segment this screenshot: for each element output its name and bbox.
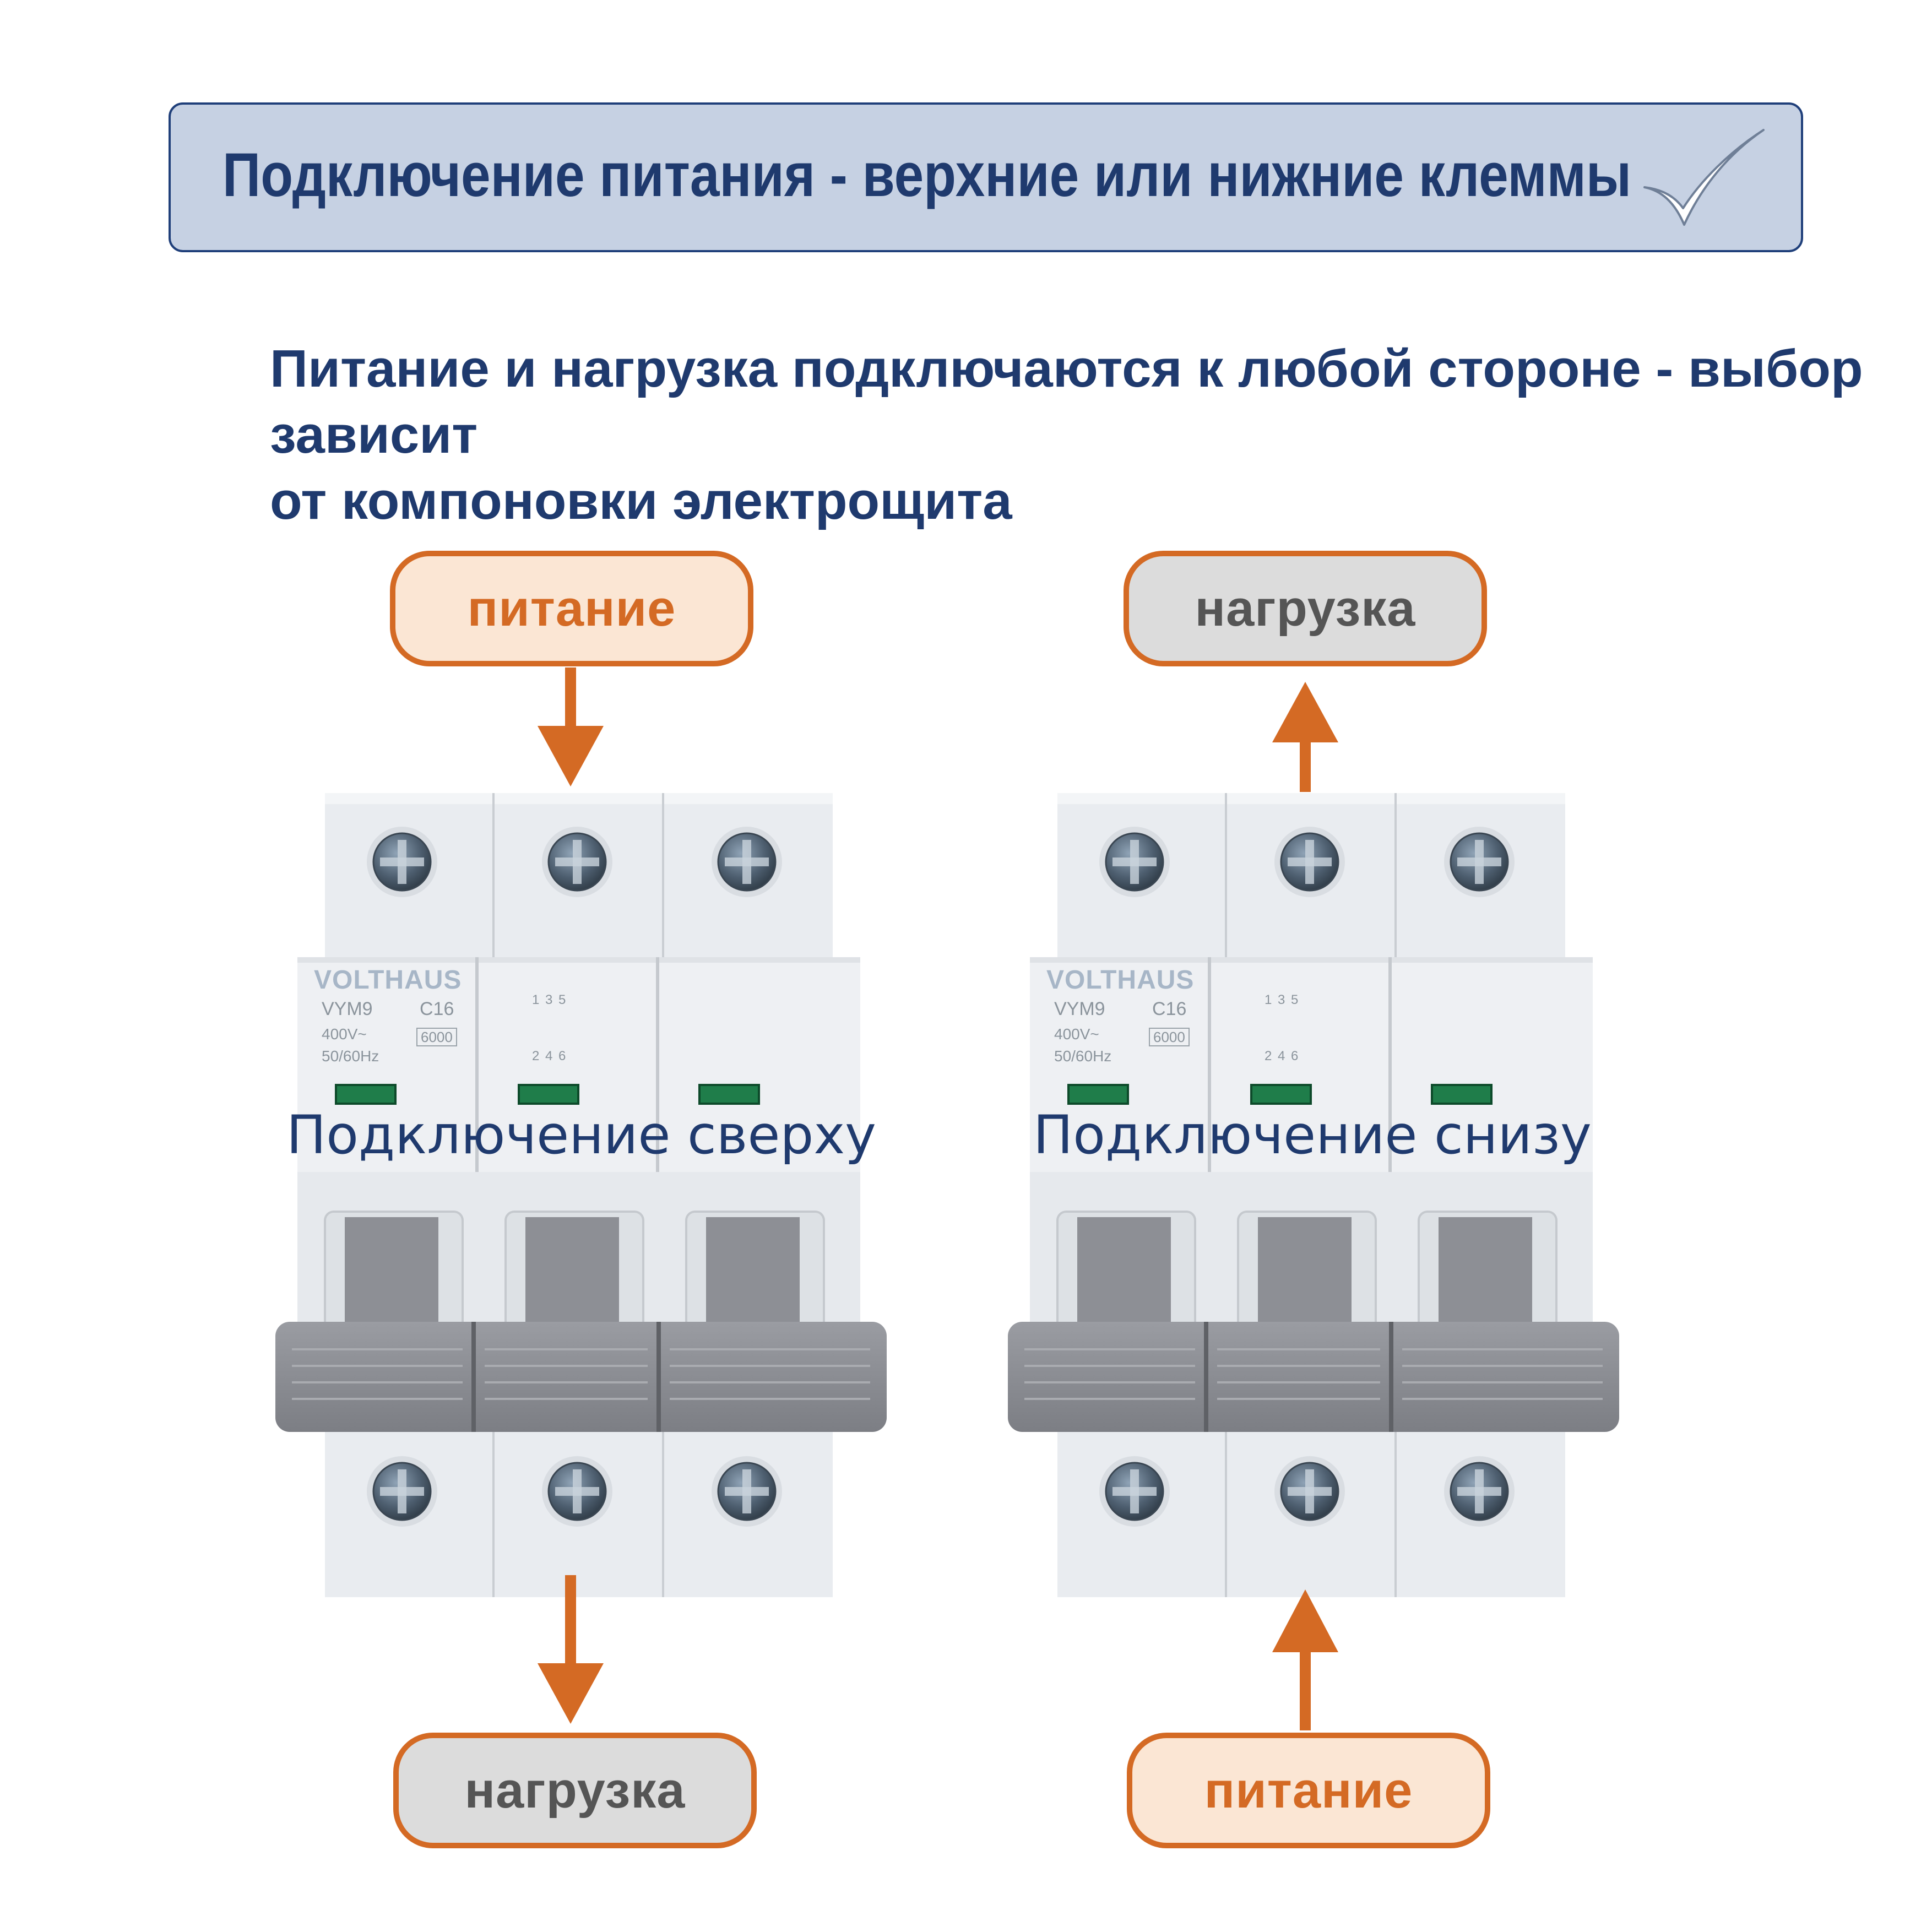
capacity-left: 6000 (416, 1028, 457, 1046)
caption-bottom-connection: Подключение снизу (1033, 1104, 1592, 1166)
frequency-right: 50/60Hz (1054, 1048, 1112, 1065)
subtitle-line-1: Питание и нагрузка подключаются к любой … (270, 339, 1863, 464)
caption-top-connection: Подключение сверху (286, 1104, 876, 1166)
subtitle: Питание и нагрузка подключаются к любой … (270, 336, 1867, 534)
title-banner: Подключение питания - верхние или нижние… (169, 102, 1803, 252)
frequency-left: 50/60Hz (322, 1048, 379, 1065)
terminals-bottom-right: 2 4 6 (1265, 1049, 1300, 1063)
page-title: Подключение питания - верхние или нижние… (222, 140, 1632, 209)
arrow-left-bottom-down (538, 1575, 604, 1724)
rating-left: C16 (420, 998, 454, 1019)
check-icon (1643, 129, 1765, 226)
left-bottom-load-label: нагрузка (393, 1733, 757, 1848)
voltage-right: 400V~ (1054, 1025, 1099, 1043)
breaker-left (275, 793, 887, 1597)
brand-left: VOLTHAUS (314, 965, 462, 995)
terminals-top-right: 1 3 5 (1265, 992, 1300, 1007)
arrow-right-bottom-up (1272, 1589, 1338, 1730)
subtitle-line-2: от компоновки электрощита (270, 471, 1012, 530)
arrow-left-top-down (538, 667, 604, 786)
breaker-right (1008, 793, 1619, 1597)
right-top-load-label: нагрузка (1124, 551, 1487, 666)
left-top-power-label: питание (390, 551, 753, 666)
voltage-left: 400V~ (322, 1025, 367, 1043)
rating-right: C16 (1152, 998, 1187, 1019)
right-bottom-power-label: питание (1127, 1733, 1490, 1848)
terminals-bottom-left: 2 4 6 (532, 1049, 567, 1063)
model-right: VYM9 (1054, 998, 1105, 1019)
brand-right: VOLTHAUS (1046, 965, 1195, 995)
terminals-top-left: 1 3 5 (532, 992, 567, 1007)
capacity-right: 6000 (1149, 1028, 1190, 1046)
arrow-right-top-up (1272, 682, 1338, 792)
model-left: VYM9 (322, 998, 373, 1019)
